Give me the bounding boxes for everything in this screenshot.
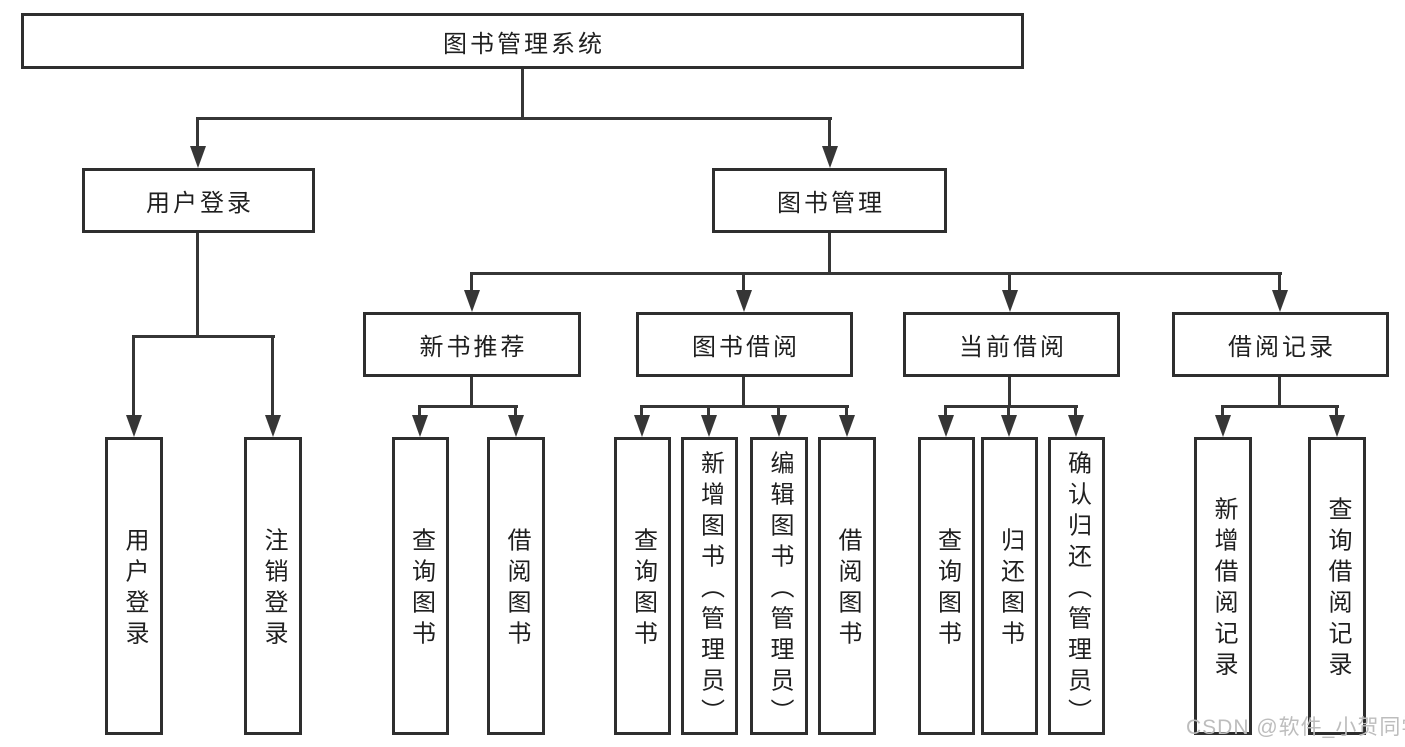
arrow-down-icon bbox=[736, 290, 752, 312]
leaf-edit-book-admin: 编辑图书（管理员） bbox=[750, 437, 808, 735]
connector-line bbox=[742, 376, 745, 407]
connector-line bbox=[1278, 376, 1281, 407]
connector-line bbox=[514, 405, 517, 418]
arrow-down-icon bbox=[1002, 290, 1018, 312]
leaf-query-borrow-record: 查询借阅记录 bbox=[1308, 437, 1366, 735]
connector-line bbox=[1335, 405, 1338, 418]
connector-line bbox=[418, 405, 421, 418]
node-label: 确认归还（管理员） bbox=[1063, 450, 1091, 729]
node-label: 注销登录 bbox=[260, 527, 287, 652]
connector-line bbox=[470, 376, 473, 407]
connector-line bbox=[1008, 376, 1011, 407]
connector-line bbox=[1221, 405, 1339, 408]
node-label: 新增图书（管理员） bbox=[696, 450, 724, 729]
node-label: 借阅图书 bbox=[503, 527, 530, 652]
arrow-down-icon bbox=[412, 415, 428, 437]
connector-line bbox=[1221, 405, 1224, 418]
arrow-down-icon bbox=[701, 415, 717, 437]
connector-line bbox=[470, 272, 1282, 275]
node-label: 当前借阅 bbox=[959, 334, 1067, 361]
node-label: 查询图书 bbox=[407, 527, 435, 652]
connector-line bbox=[1007, 405, 1010, 418]
leaf-logout: 注销登录 bbox=[244, 437, 302, 735]
arrow-down-icon bbox=[190, 146, 206, 168]
leaf-query-books-borrow: 查询图书 bbox=[614, 437, 671, 735]
node-borrowing-records: 借阅记录 bbox=[1172, 312, 1389, 377]
node-label: 用户登录 bbox=[121, 527, 148, 652]
connector-line bbox=[1008, 272, 1011, 292]
arrow-down-icon bbox=[126, 415, 142, 437]
node-book-management: 图书管理 bbox=[712, 168, 947, 233]
leaf-query-books-current: 查询图书 bbox=[918, 437, 975, 735]
arrow-down-icon bbox=[1215, 415, 1231, 437]
connector-line bbox=[707, 405, 710, 418]
leaf-confirm-return-admin: 确认归还（管理员） bbox=[1048, 437, 1105, 735]
arrow-down-icon bbox=[938, 415, 954, 437]
connector-line bbox=[944, 405, 947, 418]
node-label: 图书管理系统 bbox=[443, 30, 605, 58]
connector-line bbox=[271, 335, 274, 417]
node-user-login: 用户登录 bbox=[82, 168, 315, 233]
node-label: 查询借阅记录 bbox=[1324, 496, 1351, 683]
leaf-borrow-books-recommend: 借阅图书 bbox=[487, 437, 545, 735]
arrow-down-icon bbox=[1001, 415, 1017, 437]
connector-line bbox=[132, 335, 135, 417]
node-label: 借阅图书 bbox=[834, 527, 861, 652]
arrow-down-icon bbox=[464, 290, 480, 312]
node-label: 编辑图书（管理员） bbox=[766, 450, 793, 729]
connector-line bbox=[742, 272, 745, 292]
connector-line bbox=[521, 69, 524, 119]
leaf-add-borrow-record: 新增借阅记录 bbox=[1194, 437, 1252, 735]
arrow-down-icon bbox=[1068, 415, 1084, 437]
connector-line bbox=[845, 405, 848, 418]
leaf-query-books-recommend: 查询图书 bbox=[392, 437, 449, 735]
connector-line bbox=[1278, 272, 1281, 292]
node-label: 新书推荐 bbox=[419, 334, 528, 361]
node-library-management-system: 图书管理系统 bbox=[21, 13, 1024, 69]
arrow-down-icon bbox=[771, 415, 787, 437]
leaf-borrow-books: 借阅图书 bbox=[818, 437, 876, 735]
arrow-down-icon bbox=[1329, 415, 1345, 437]
connector-line bbox=[470, 272, 473, 292]
node-label: 图书管理 bbox=[777, 190, 885, 217]
connector-line bbox=[828, 233, 831, 274]
node-label: 用户登录 bbox=[146, 190, 254, 217]
connector-line bbox=[828, 117, 831, 148]
connector-line bbox=[196, 233, 199, 337]
connector-line bbox=[196, 117, 199, 148]
arrow-down-icon bbox=[265, 415, 281, 437]
connector-line bbox=[132, 335, 275, 338]
node-label: 借阅记录 bbox=[1228, 334, 1336, 361]
leaf-return-books: 归还图书 bbox=[981, 437, 1038, 735]
node-label: 查询图书 bbox=[933, 527, 961, 652]
node-label: 查询图书 bbox=[629, 527, 657, 652]
leaf-add-book-admin: 新增图书（管理员） bbox=[681, 437, 738, 735]
arrow-down-icon bbox=[634, 415, 650, 437]
leaf-user-login: 用户登录 bbox=[105, 437, 163, 735]
connector-line bbox=[944, 405, 1078, 408]
arrow-down-icon bbox=[1272, 290, 1288, 312]
node-label: 归还图书 bbox=[996, 527, 1024, 652]
connector-line bbox=[418, 405, 518, 408]
connector-line bbox=[777, 405, 780, 418]
connector-line bbox=[640, 405, 643, 418]
node-label: 新增借阅记录 bbox=[1210, 496, 1237, 683]
arrow-down-icon bbox=[822, 146, 838, 168]
node-new-book-recommend: 新书推荐 bbox=[363, 312, 581, 377]
csdn-watermark: CSDN @软件_小贺同学 bbox=[1186, 716, 1405, 739]
connector-line bbox=[196, 117, 832, 120]
node-current-borrowing: 当前借阅 bbox=[903, 312, 1120, 377]
connector-line bbox=[1074, 405, 1077, 418]
node-book-borrowing: 图书借阅 bbox=[636, 312, 853, 377]
arrow-down-icon bbox=[839, 415, 855, 437]
arrow-down-icon bbox=[508, 415, 524, 437]
connector-line bbox=[640, 405, 849, 408]
node-label: 图书借阅 bbox=[692, 334, 800, 361]
